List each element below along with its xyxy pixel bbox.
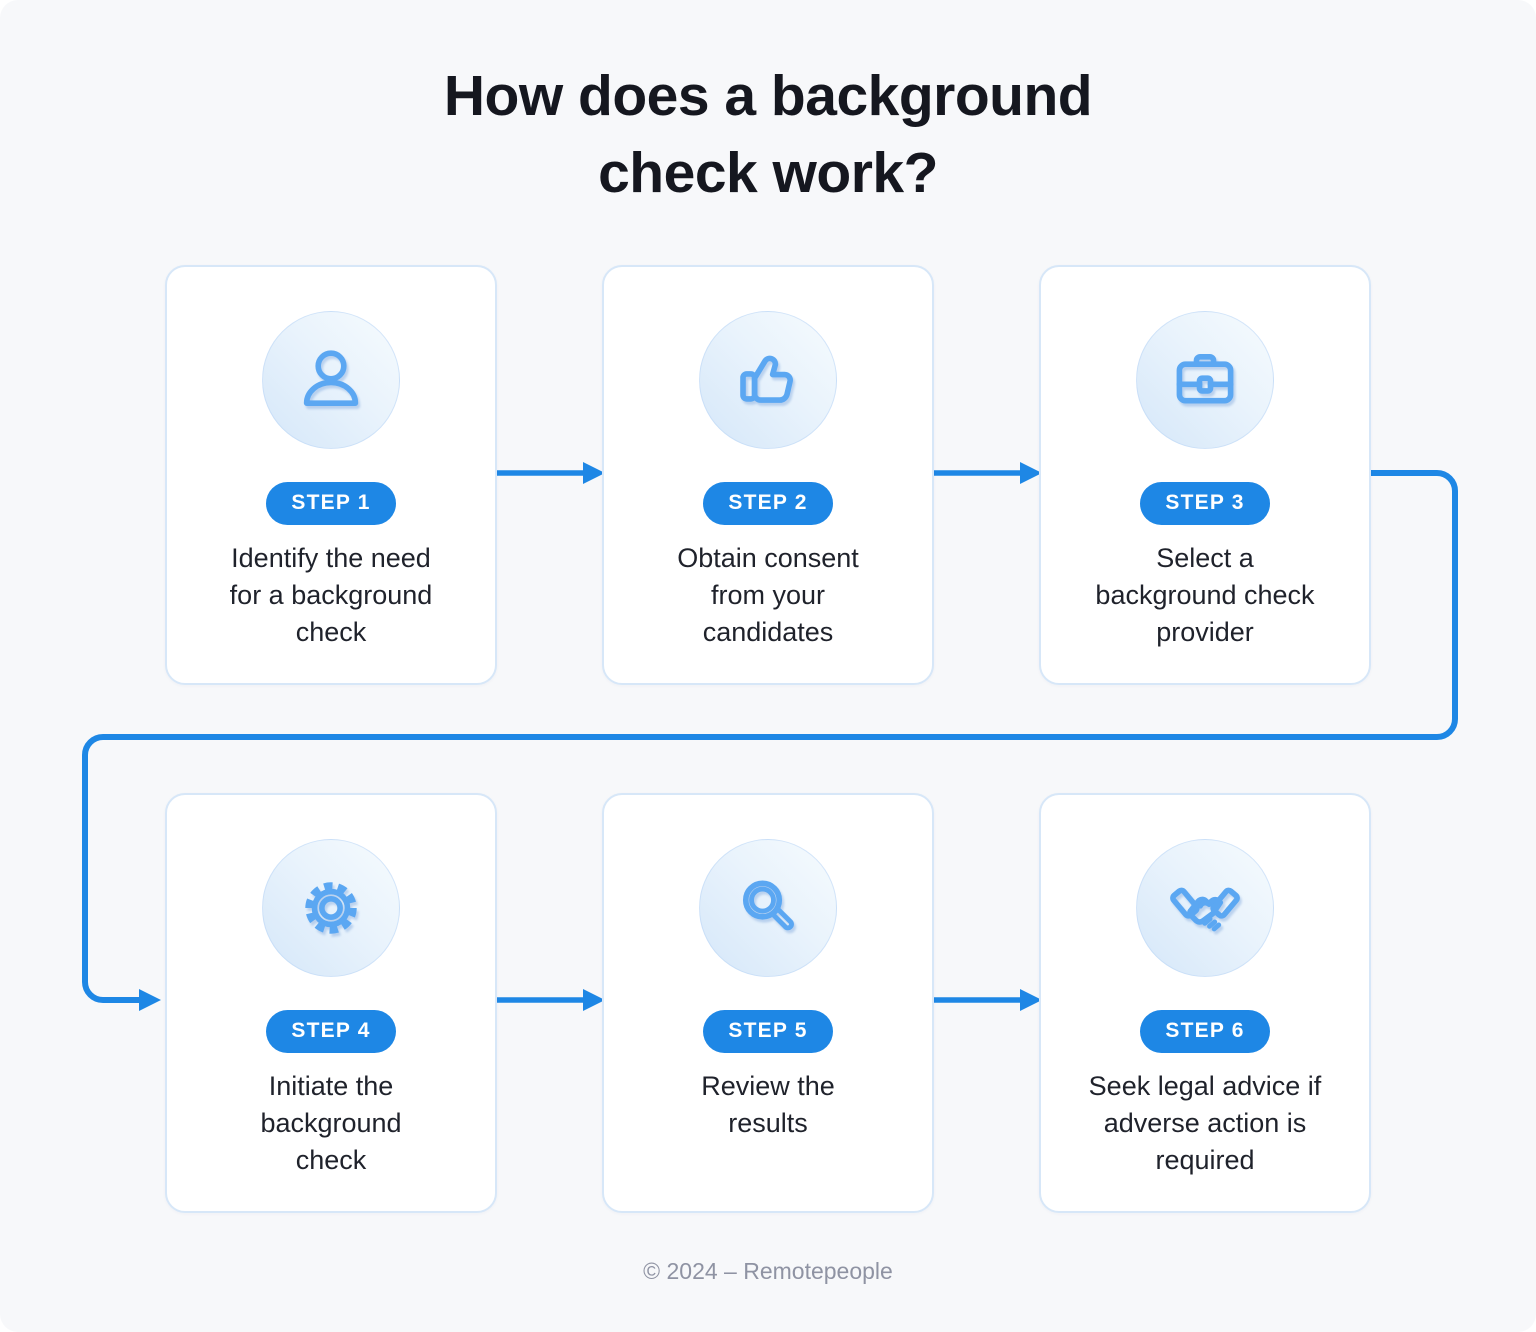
step-3-badge: STEP 3 (1140, 482, 1270, 525)
arrow-step4-step5 (497, 989, 605, 1011)
step-3-label: Select a background check provider (1095, 543, 1315, 647)
step-1-label: Identify the need for a background check (229, 543, 433, 647)
step-4-icon-circle (262, 839, 400, 977)
step-4-badge: STEP 4 (266, 1010, 396, 1053)
arrow-step1-step2 (497, 462, 605, 484)
step-2-icon-circle (699, 311, 837, 449)
step-3-icon-circle (1136, 311, 1274, 449)
step-5-badge: STEP 5 (703, 1010, 833, 1053)
step-1-icon-circle (262, 311, 400, 449)
step-6-badge: STEP 6 (1140, 1010, 1270, 1053)
step-5-icon-circle (699, 839, 837, 977)
step-1-card: STEP 1 Identify the need for a backgroun… (165, 265, 497, 685)
step-2-card: STEP 2 Obtain consent from your candidat… (602, 265, 934, 685)
user-icon (303, 350, 359, 406)
step-1-badge: STEP 1 (266, 482, 396, 525)
handshake-icon (1170, 887, 1240, 932)
step-5-label: Review the results (701, 1071, 835, 1138)
briefcase-icon (1176, 354, 1234, 404)
page-title: How does a background check work? (443, 64, 1093, 205)
gear-icon (305, 882, 357, 934)
arrow-step5-step6 (934, 989, 1042, 1011)
step-5-card: STEP 5 Review the results (602, 793, 934, 1213)
step-6-label: Seek legal advice if adverse action is r… (1088, 1071, 1322, 1175)
step-4-card: STEP 4 Initiate the background check (165, 793, 497, 1213)
step-3-card: STEP 3 Select a background check provide… (1039, 265, 1371, 685)
step-2-badge: STEP 2 (703, 482, 833, 525)
thumbs-up-icon (740, 355, 793, 403)
step-6-card: STEP 6 Seek legal advice if adverse acti… (1039, 793, 1371, 1213)
magnifier-icon (742, 880, 794, 931)
step-6-icon-circle (1136, 839, 1274, 977)
step-4-label: Initiate the background check (260, 1071, 402, 1175)
step-2-label: Obtain consent from your candidates (677, 543, 859, 647)
arrow-step2-step3 (934, 462, 1042, 484)
copyright-footer: © 2024 – Remotepeople (643, 1258, 893, 1284)
